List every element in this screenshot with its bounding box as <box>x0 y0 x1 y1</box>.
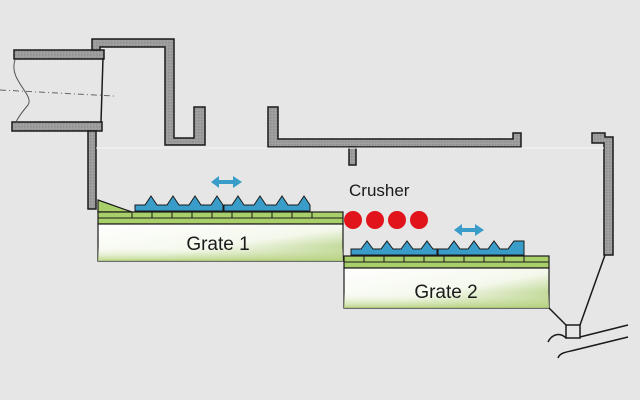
crusher-roller <box>388 211 406 229</box>
crusher-roller <box>344 211 362 229</box>
crusher-roller <box>410 211 428 229</box>
grate-1: Grate 1 <box>97 176 344 262</box>
crusher-label: Crusher <box>349 181 410 200</box>
inlet-duct <box>0 49 115 132</box>
grate-1-label: Grate 1 <box>186 234 249 255</box>
grate-2-motion-arrow <box>454 224 484 236</box>
grate-1-motion-arrow <box>211 176 242 188</box>
crusher: Crusher <box>344 181 428 229</box>
grate-1-plates <box>134 195 311 212</box>
centerline <box>0 89 115 97</box>
hood-walls <box>87 38 614 256</box>
discharge-hopper <box>547 254 629 359</box>
grate-2-plates <box>350 240 525 256</box>
grate-2-label: Grate 2 <box>414 282 477 303</box>
grate-2: Grate 2 <box>343 224 550 309</box>
crusher-roller <box>366 211 384 229</box>
